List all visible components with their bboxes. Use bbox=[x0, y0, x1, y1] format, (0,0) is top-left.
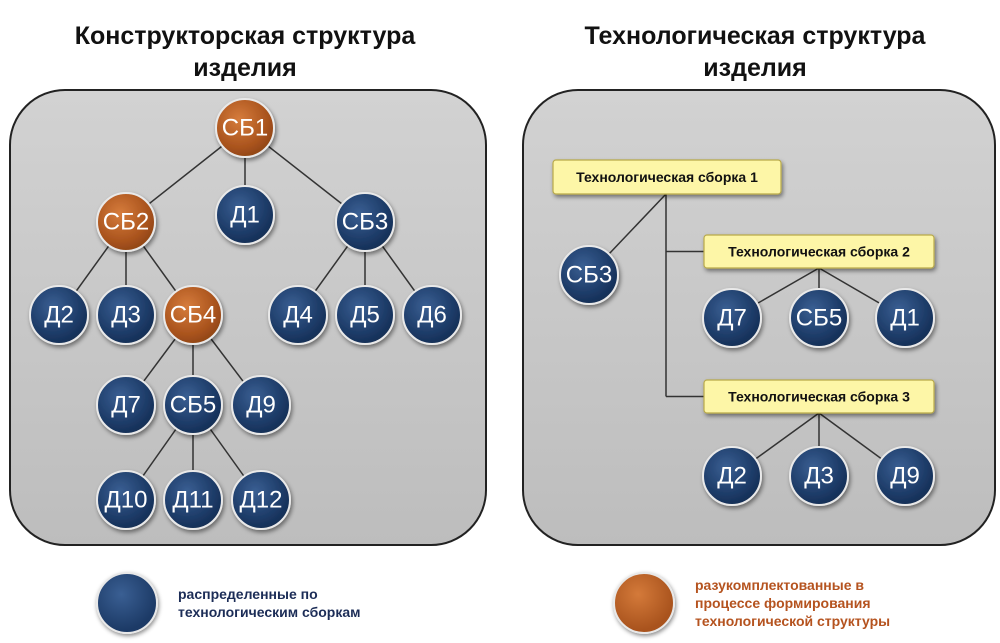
node-r_d7-label: Д7 bbox=[717, 305, 747, 332]
node-r_d9: Д9 bbox=[875, 446, 935, 506]
node-sb2-circle bbox=[96, 192, 156, 252]
node-sb1-circle bbox=[215, 98, 275, 158]
node-sb3: СБ3 bbox=[335, 192, 395, 252]
node-r_d2-circle bbox=[702, 446, 762, 506]
node-d2: Д2 bbox=[29, 285, 89, 345]
node-d4: Д4 bbox=[268, 285, 328, 345]
node-sb1-label: СБ1 bbox=[222, 115, 268, 142]
node-d7-circle bbox=[96, 375, 156, 435]
node-d9-circle bbox=[231, 375, 291, 435]
title-technological-structure: Технологическая структура изделия bbox=[584, 22, 926, 82]
node-d1: Д1 bbox=[215, 185, 275, 245]
legend-orange-circle-icon bbox=[613, 572, 675, 634]
node-r_sb5-label: СБ5 bbox=[796, 305, 842, 332]
title-design-structure: Конструкторская структура изделия bbox=[74, 22, 416, 82]
box-ts2: Технологическая сборка 2 bbox=[703, 234, 935, 269]
node-r_d9-circle bbox=[875, 446, 935, 506]
legend-blue-circle-icon bbox=[96, 572, 158, 634]
box-ts3-rect bbox=[703, 379, 935, 414]
node-d11-circle bbox=[163, 470, 223, 530]
node-d9-label: Д9 bbox=[246, 392, 276, 419]
node-r_d3-circle bbox=[789, 446, 849, 506]
node-sb2: СБ2 bbox=[96, 192, 156, 252]
node-r_d1-label: Д1 bbox=[890, 305, 920, 332]
node-d11: Д11 bbox=[163, 470, 223, 530]
node-d4-label: Д4 bbox=[283, 302, 313, 329]
node-d5: Д5 bbox=[335, 285, 395, 345]
box-ts3-label: Технологическая сборка 3 bbox=[728, 389, 910, 405]
boxes-layer: Технологическая сборка 1 Технологическая … bbox=[552, 159, 935, 414]
node-sb4-label: СБ4 bbox=[170, 302, 216, 329]
node-r_d3: Д3 bbox=[789, 446, 849, 506]
node-d9: Д9 bbox=[231, 375, 291, 435]
node-sb4-circle bbox=[163, 285, 223, 345]
box-ts1-label: Технологическая сборка 1 bbox=[576, 169, 758, 185]
node-d2-label: Д2 bbox=[44, 302, 74, 329]
node-d6-circle bbox=[402, 285, 462, 345]
node-r_d2: Д2 bbox=[702, 446, 762, 506]
node-d5-circle bbox=[335, 285, 395, 345]
box-ts1: Технологическая сборка 1 bbox=[552, 159, 782, 195]
node-sb4: СБ4 bbox=[163, 285, 223, 345]
node-d3-label: Д3 bbox=[111, 302, 141, 329]
legend-distributed-text: распределенные по технологическим сборка… bbox=[178, 586, 361, 620]
node-d2-circle bbox=[29, 285, 89, 345]
node-d11-label: Д11 bbox=[172, 487, 213, 514]
node-sb3-label: СБ3 bbox=[342, 209, 388, 236]
node-r_sb3-circle bbox=[559, 245, 619, 305]
node-r_d2-label: Д2 bbox=[717, 463, 747, 490]
node-r_sb3: СБ3 bbox=[559, 245, 619, 305]
node-d10: Д10 bbox=[96, 470, 156, 530]
legend-disassembled-text: разукомплектованные в процессе формирова… bbox=[695, 577, 891, 629]
node-r_sb5-circle bbox=[789, 288, 849, 348]
node-sb5-circle bbox=[163, 375, 223, 435]
node-r_d9-label: Д9 bbox=[890, 463, 920, 490]
box-ts2-rect bbox=[703, 234, 935, 269]
node-sb5-label: СБ5 bbox=[170, 392, 216, 419]
node-d3: Д3 bbox=[96, 285, 156, 345]
node-r_sb5: СБ5 bbox=[789, 288, 849, 348]
node-d5-label: Д5 bbox=[350, 302, 380, 329]
node-d7-label: Д7 bbox=[111, 392, 141, 419]
node-d6: Д6 bbox=[402, 285, 462, 345]
node-d12-circle bbox=[231, 470, 291, 530]
box-ts2-label: Технологическая сборка 2 bbox=[728, 244, 910, 260]
legend-disassembled: разукомплектованные в процессе формирова… bbox=[613, 572, 905, 634]
node-d1-circle bbox=[215, 185, 275, 245]
node-d12-label: Д12 bbox=[240, 487, 283, 514]
node-sb2-label: СБ2 bbox=[103, 209, 149, 236]
node-r_d3-label: Д3 bbox=[804, 463, 834, 490]
node-sb5: СБ5 bbox=[163, 375, 223, 435]
node-d10-label: Д10 bbox=[105, 487, 148, 514]
legend-distributed: распределенные по технологическим сборка… bbox=[96, 572, 388, 634]
node-r_d1-circle bbox=[875, 288, 935, 348]
node-d1-label: Д1 bbox=[230, 202, 260, 229]
box-ts3: Технологическая сборка 3 bbox=[703, 379, 935, 414]
node-r_d1: Д1 bbox=[875, 288, 935, 348]
node-d10-circle bbox=[96, 470, 156, 530]
node-d4-circle bbox=[268, 285, 328, 345]
node-d12: Д12 bbox=[231, 470, 291, 530]
box-ts1-rect bbox=[552, 159, 782, 195]
node-d6-label: Д6 bbox=[417, 302, 447, 329]
node-r_d7-circle bbox=[702, 288, 762, 348]
node-d7: Д7 bbox=[96, 375, 156, 435]
node-sb1: СБ1 bbox=[215, 98, 275, 158]
node-r_d7: Д7 bbox=[702, 288, 762, 348]
node-r_sb3-label: СБ3 bbox=[566, 262, 612, 289]
node-sb3-circle bbox=[335, 192, 395, 252]
node-d3-circle bbox=[96, 285, 156, 345]
